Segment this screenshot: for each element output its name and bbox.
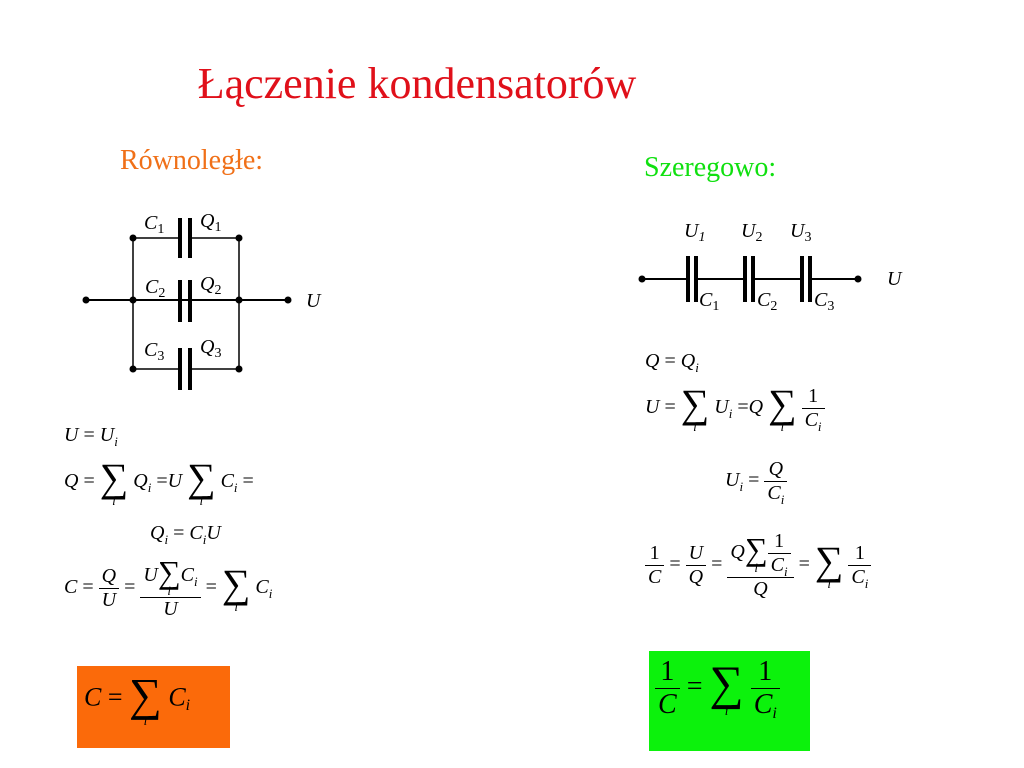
series-heading: Szeregowo: <box>644 152 777 183</box>
slide-title: Łączenie kondensatorów <box>197 59 637 108</box>
label-q2: Q2 <box>200 273 221 298</box>
eq-series-q: Q = Qi <box>645 350 699 375</box>
label-u1: U1 <box>684 220 705 245</box>
eq-parallel-q: Q = ∑i Qi =U ∑i Ci = <box>64 455 254 508</box>
parallel-circuit <box>86 218 288 390</box>
label-c2: C2 <box>145 276 165 301</box>
label-u3: U3 <box>790 220 811 245</box>
parallel-result-box <box>77 666 230 748</box>
label-sc1: C1 <box>699 289 719 314</box>
label-u2: U2 <box>741 220 762 245</box>
label-u-parallel: U <box>306 290 322 312</box>
parallel-heading: Równoległe: <box>120 145 264 176</box>
series-result-box <box>649 651 810 751</box>
series-nodes <box>638 275 862 283</box>
series-circuit <box>642 256 858 302</box>
series-labels: U1 U2 U3 C1 C2 C3 U <box>684 220 903 314</box>
label-c3: C3 <box>144 339 164 364</box>
parallel-nodes <box>82 234 292 373</box>
label-q3: Q3 <box>200 336 221 361</box>
label-sc2: C2 <box>757 289 777 314</box>
eq-parallel-result: C = ∑i Ci <box>84 669 191 728</box>
label-u-series: U <box>887 268 903 290</box>
label-q1: Q1 <box>200 210 221 235</box>
eq-parallel-qi: Qi = CiU <box>150 522 221 547</box>
parallel-labels: C1 Q1 C2 Q2 C3 Q3 U <box>144 210 322 364</box>
eq-parallel-u: U = Ui <box>64 424 118 449</box>
label-c1: C1 <box>144 212 164 237</box>
label-sc3: C3 <box>814 289 834 314</box>
